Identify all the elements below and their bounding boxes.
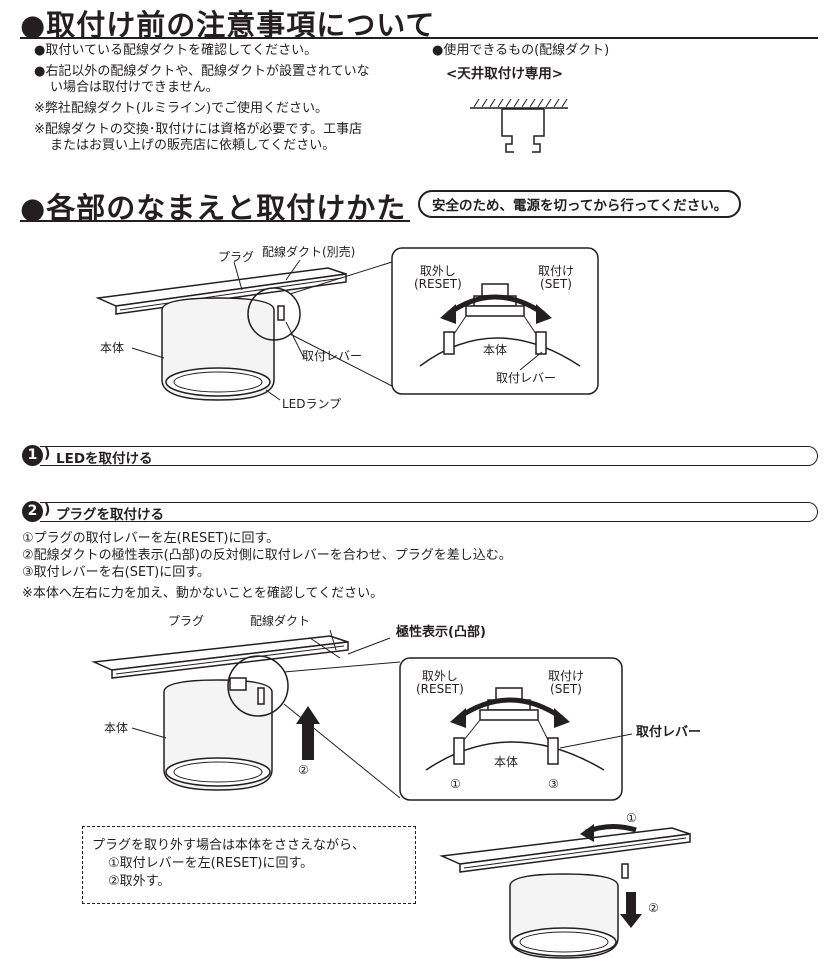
instruction-2: ②配線ダクトの極性表示(凸部)の反対側に取付レバーを合わせ、プラグを差し込む。 xyxy=(22,548,512,563)
removal-arrow-2: ② xyxy=(648,901,659,915)
duct-cross-section-diagram xyxy=(470,98,568,153)
removal-line-3: ②取外す。 xyxy=(108,874,171,889)
parts-heading-rule xyxy=(20,220,410,222)
parts-heading: ●各部のなまえと取付けかた xyxy=(20,191,407,225)
s2-label-arrow-num: ② xyxy=(298,763,309,777)
step-1-number: 1 xyxy=(22,445,43,466)
s2-label-body: 本体 xyxy=(104,721,129,735)
s2-label-zoom-body: 本体 xyxy=(494,755,519,769)
precaution-line-6: またはお買い上げの販売店に依頼してください。 xyxy=(50,138,336,153)
plug-install-diagram xyxy=(91,629,633,801)
step-2-title: プラグを取付ける xyxy=(56,507,164,523)
s2-label-circ3: ③ xyxy=(548,777,559,791)
removal-arrow-1: ① xyxy=(626,811,637,825)
parts-diagram xyxy=(95,247,599,401)
s2-label-duct: 配線ダクト xyxy=(250,614,311,628)
label-body: 本体 xyxy=(100,341,125,355)
removal-line-1: プラグを取り外す場合は本体をささえながら、 xyxy=(92,838,366,853)
removal-note-box xyxy=(82,826,416,904)
plug-removal-diagram xyxy=(439,824,691,959)
label-remove: 取外し(RESET) xyxy=(414,264,462,291)
s2-label-remove: 取外し(RESET) xyxy=(416,669,464,696)
precaution-line-2: ●右記以外の配線ダクトや、配線ダクトが設置されていな xyxy=(34,64,370,79)
label-led-lamp: LEDランプ xyxy=(282,397,342,411)
instruction-1: ①プラグの取付レバーを左(RESET)に回す。 xyxy=(22,531,280,546)
precaution-line-3: い場合は取付けできません。 xyxy=(50,80,219,95)
step-1-header: 1 ) LEDを取付ける xyxy=(22,445,818,467)
label-attach: 取付け(SET) xyxy=(538,264,575,291)
precautions-heading: ●取付け前の注意事項について xyxy=(20,8,436,42)
precaution-line-1: ●取付いている配線ダクトを確認してください。 xyxy=(34,43,318,58)
safety-note: 安全のため、電源を切ってから行ってください。 xyxy=(418,190,742,218)
precaution-line-5: ※配線ダクトの交換･取付けには資格が必要です。工事店 xyxy=(34,122,363,137)
s2-label-polarity: 極性表示(凸部) xyxy=(396,625,486,640)
s2-label-circ1: ① xyxy=(450,777,461,791)
s2-label-attach: 取付け(SET) xyxy=(548,669,585,696)
removal-line-2: ①取付レバーを左(RESET)に回す。 xyxy=(108,856,314,871)
precaution-line-4: ※弊社配線ダクト(ルミライン)でご使用ください。 xyxy=(34,101,329,116)
label-zoom-lever: 取付レバー xyxy=(496,371,557,385)
label-zoom-body: 本体 xyxy=(483,343,508,357)
step-2-number: 2 xyxy=(22,501,43,522)
instruction-3: ③取付レバーを右(SET)に回す。 xyxy=(22,565,210,580)
label-plug: プラグ xyxy=(218,250,255,264)
s2-label-lever: 取付レバー xyxy=(636,725,702,740)
ceiling-only-label: <天井取付け専用> xyxy=(446,66,564,82)
step-2-header: 2 ) プラグを取付ける xyxy=(22,501,818,523)
usable-duct-label: ●使用できるもの(配線ダクト) xyxy=(432,43,610,58)
s2-label-plug: プラグ xyxy=(168,614,205,628)
label-lever: 取付レバー xyxy=(302,349,363,363)
instruction-4: ※本体へ左右に力を加え、動かないことを確認してください。 xyxy=(22,586,384,601)
label-duct: 配線ダクト(別売) xyxy=(262,245,356,259)
heading-rule xyxy=(20,37,818,39)
step-1-title: LEDを取付ける xyxy=(56,451,153,467)
